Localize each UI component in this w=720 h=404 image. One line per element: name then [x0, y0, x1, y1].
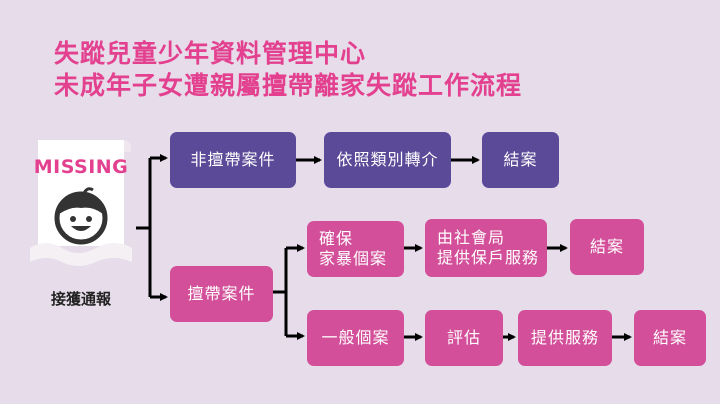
abduction-case-box: 擅帶案件	[170, 266, 273, 322]
title-line-2: 未成年子女遭親屬擅帶離家失蹤工作流程	[54, 71, 523, 100]
social-bureau-protection-box: 由社會局 提供保戶服務	[425, 219, 547, 277]
close-case-box-3: 結案	[634, 310, 706, 366]
referral-by-category-box: 依照類別轉介	[324, 132, 451, 188]
close-case-box-1: 結案	[482, 132, 559, 188]
non-abduction-case-box: 非擅帶案件	[170, 132, 296, 188]
missing-child-face-icon	[54, 187, 108, 245]
title-line-1: 失蹤兒童少年資料管理中心	[54, 39, 367, 68]
general-case-box: 一般個案	[307, 310, 404, 366]
assessment-box: 評估	[425, 310, 503, 366]
provide-service-box: 提供服務	[518, 310, 612, 366]
report-received-label: 接獲通報	[50, 290, 111, 308]
domestic-violence-case-box: 確保 家暴個案	[307, 221, 404, 277]
missing-label: MISSING	[33, 156, 129, 178]
close-case-box-2: 結案	[570, 219, 644, 275]
